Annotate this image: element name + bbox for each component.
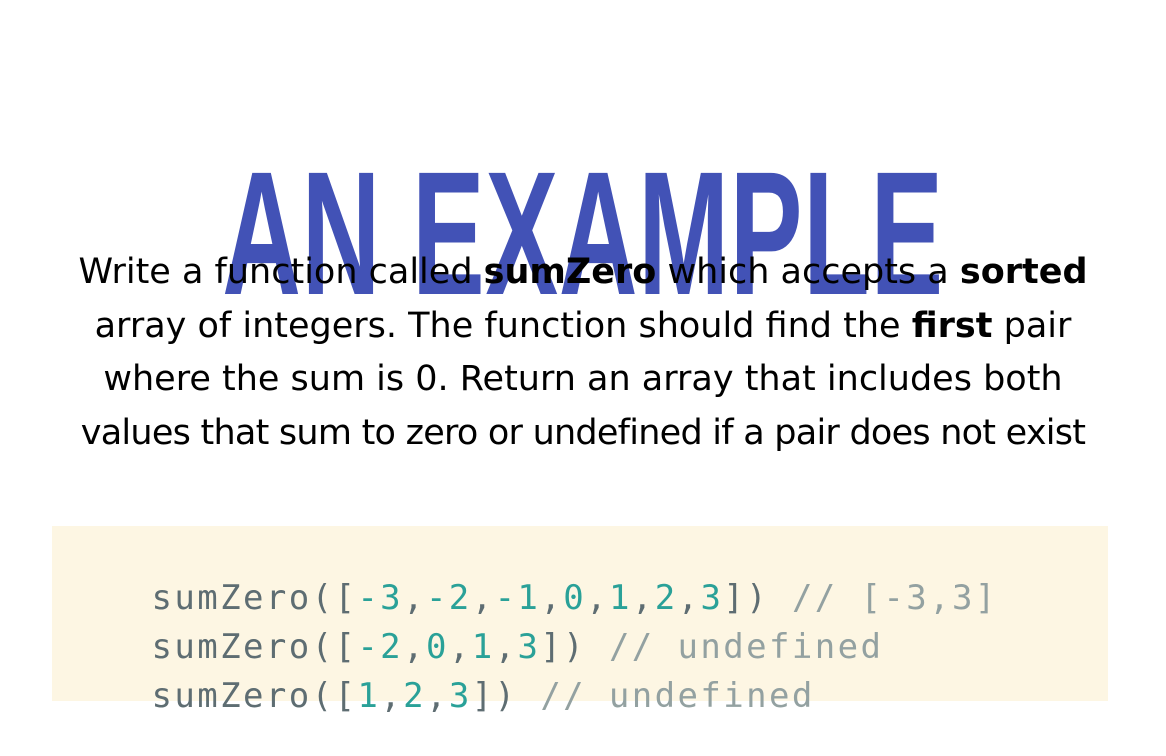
- code-comment: // undefined: [540, 676, 815, 716]
- statement-text: Write a function called: [78, 252, 484, 292]
- code-comment: // undefined: [608, 627, 884, 667]
- problem-statement-line: values that sum to zero or undefined if …: [80, 412, 1086, 453]
- array-value: 3: [448, 676, 472, 716]
- code-example-line: sumZero([-3,-2,-1,0,1,2,3]) // [-3,3]: [60, 538, 998, 658]
- code-call-close: ]): [723, 578, 770, 618]
- array-comma: ,: [403, 578, 426, 618]
- slide-title: AN EXAMPLE: [222, 135, 944, 332]
- problem-statement-line: array of integers. The function should f…: [0, 300, 1166, 354]
- array-value: -3: [357, 578, 404, 618]
- array-comma: ,: [631, 578, 655, 618]
- array-comma: ,: [471, 578, 495, 618]
- array-value: 2: [654, 578, 678, 618]
- array-comma: ,: [494, 627, 518, 667]
- array-value: 0: [425, 627, 449, 667]
- statement-text: pair: [992, 305, 1072, 346]
- array-comma: ,: [425, 676, 449, 716]
- array-comma: ,: [448, 627, 472, 667]
- array-value: -2: [425, 578, 472, 618]
- code-call-close: ]): [540, 627, 587, 667]
- array-comma: ,: [540, 578, 564, 618]
- problem-statement-line: Write a function called sumZero which ac…: [0, 246, 1166, 300]
- code-call-close: ]): [471, 676, 518, 716]
- problem-statement-line: where the sum is 0. Return an array that…: [103, 359, 1063, 399]
- code-call: sumZero([: [151, 578, 358, 618]
- code-call: sumZero([: [151, 676, 358, 716]
- code-example-block: sumZero([-3,-2,-1,0,1,2,3]) // [-3,3] su…: [52, 526, 1108, 716]
- array-value: 2: [403, 676, 426, 716]
- array-comma: ,: [586, 578, 609, 618]
- problem-statement: Write a function called sumZero which ac…: [0, 246, 1166, 460]
- array-value: 1: [357, 676, 381, 716]
- array-comma: ,: [677, 578, 701, 618]
- array-comma: ,: [403, 627, 426, 667]
- array-value: 1: [471, 627, 495, 667]
- statement-text: which accepts a: [656, 252, 960, 292]
- statement-text: array of integers. The function should f…: [94, 305, 912, 346]
- sorted-emphasis: sorted: [959, 252, 1088, 292]
- array-value: -2: [357, 627, 404, 667]
- code-example-line: sumZero([-2,0,1,3]) // undefined: [60, 587, 883, 707]
- code-comment: // [-3,3]: [791, 578, 998, 618]
- array-value: 3: [517, 627, 541, 667]
- array-value: 1: [608, 578, 632, 618]
- code-example-line: sumZero([1,2,3]) // undefined: [60, 636, 815, 756]
- first-emphasis: first: [911, 305, 993, 346]
- code-call: sumZero([: [151, 627, 358, 667]
- array-comma: ,: [380, 676, 404, 716]
- array-value: 0: [563, 578, 587, 618]
- function-name-emphasis: sumZero: [483, 252, 657, 292]
- array-value: -1: [494, 578, 541, 618]
- array-value: 3: [700, 578, 724, 618]
